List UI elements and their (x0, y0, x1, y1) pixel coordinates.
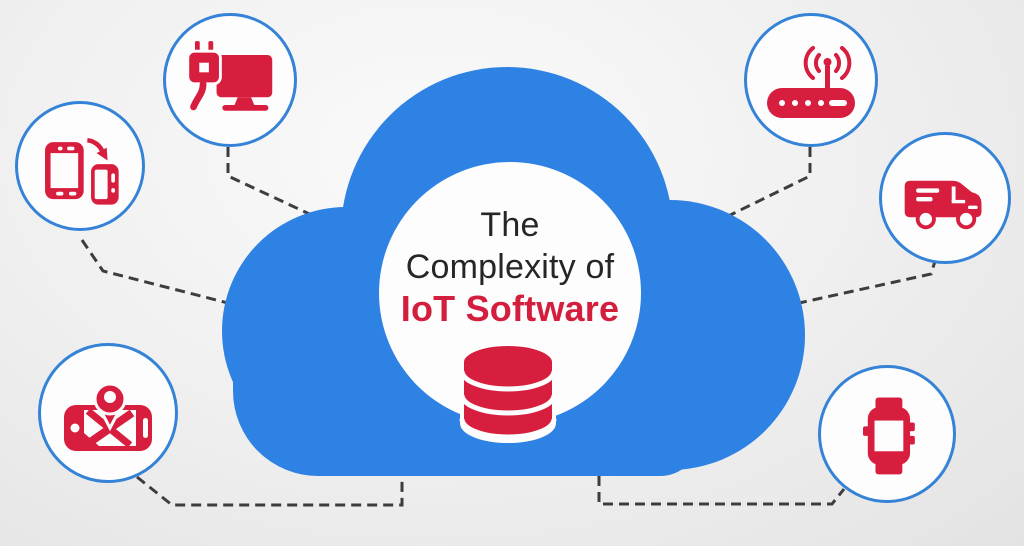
connector-lines (80, 147, 938, 507)
delivery-van-icon (904, 180, 982, 230)
power-plug-monitor-icon (186, 38, 273, 113)
database-icon (459, 342, 557, 443)
node-delivery-van (879, 132, 1011, 264)
node-wifi-router (744, 13, 878, 147)
center-label-circle (379, 162, 641, 424)
title-line-2: Complexity of (405, 248, 615, 286)
connector-van-cloud (798, 257, 938, 305)
connector-gps-cloud (136, 475, 404, 507)
node-smartwatch (818, 365, 956, 503)
rotating-phones-icon (45, 137, 119, 205)
connector-mobile-cloud (80, 239, 229, 305)
gps-map-device-icon (64, 382, 152, 451)
title-line-3: IoT Software (400, 288, 620, 329)
title-line-1: The (480, 206, 540, 244)
node-mobile-rotation (15, 101, 145, 231)
connector-watch-cloud (597, 476, 846, 506)
wifi-router-icon (767, 46, 855, 118)
center-title: The Complexity of IoT Software (350, 204, 670, 330)
connector-power-cloud (226, 147, 319, 220)
connector-router-cloud (717, 147, 812, 223)
node-power-connection (163, 13, 297, 147)
node-gps-navigation (38, 343, 178, 483)
smartwatch-icon (863, 397, 915, 475)
